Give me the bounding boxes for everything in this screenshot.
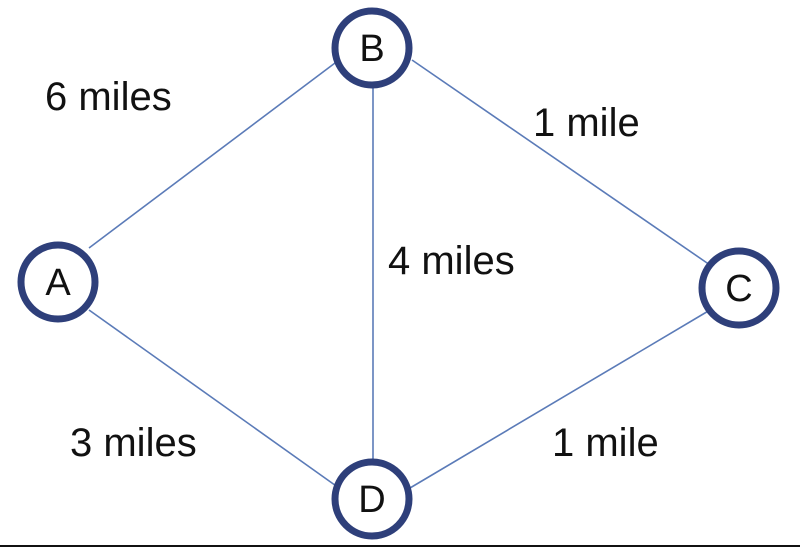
- edge-a-d: [88, 309, 340, 489]
- edge-labels: 6 miles 1 mile 4 miles 3 miles 1 mile: [45, 75, 659, 465]
- node-a: A: [17, 241, 99, 323]
- node-c-label: C: [725, 268, 752, 310]
- edges: [88, 59, 711, 489]
- node-b-label: B: [359, 28, 384, 70]
- edge-label-c-d: 1 mile: [552, 421, 659, 465]
- edge-c-d: [409, 309, 711, 489]
- node-d: D: [331, 458, 413, 540]
- edge-label-b-c: 1 mile: [533, 101, 640, 145]
- edge-label-a-d: 3 miles: [70, 421, 197, 465]
- node-b: B: [331, 7, 413, 89]
- node-d-circle: [331, 458, 413, 540]
- edge-a-b: [88, 59, 340, 249]
- edge-b-c: [411, 59, 711, 266]
- edge-label-b-d: 4 miles: [388, 239, 515, 283]
- node-c-circle: [698, 247, 780, 329]
- node-c: C: [698, 247, 780, 329]
- node-a-label: A: [45, 262, 71, 304]
- edge-label-a-b: 6 miles: [45, 75, 172, 119]
- node-a-circle: [17, 241, 99, 323]
- node-b-circle: [331, 7, 413, 89]
- node-d-label: D: [358, 479, 385, 521]
